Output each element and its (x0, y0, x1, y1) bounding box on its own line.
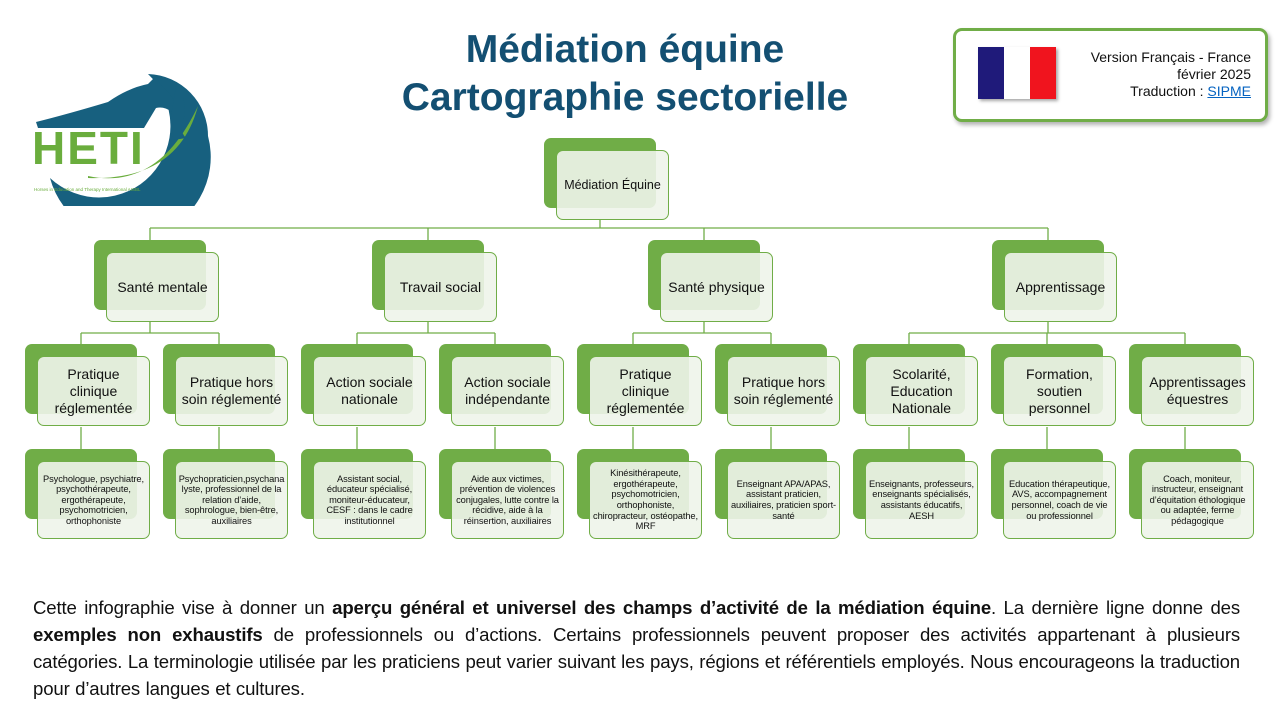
title-line-1: Médiation équine (465, 28, 785, 71)
logo-text: HETI (32, 122, 145, 174)
examples-node-label: Enseignants, professeurs, enseignants sp… (869, 478, 974, 521)
version-info: Version Français - France février 2025 T… (1091, 49, 1251, 100)
description-emphasis: aperçu général et universel des champs d… (332, 597, 992, 618)
root-node: Médiation Équine (556, 150, 669, 220)
translation-label: Traduction : (1130, 83, 1208, 99)
category-node: Formation, soutien personnel (1003, 356, 1116, 426)
description-text: . La dernière ligne donne des (991, 597, 1240, 618)
category-node: Pratique clinique réglementée (37, 356, 150, 426)
examples-node: Psychologue, psychiatre, psychothérapeut… (37, 461, 150, 539)
category-node-label: Formation, soutien personnel (1026, 365, 1093, 416)
examples-node: Kinésithérapeute, ergothérapeute, psycho… (589, 461, 702, 539)
heti-logo: HETI Horses in Education and Therapy Int… (28, 66, 228, 239)
examples-node: Assistant social, éducateur spécialisé, … (313, 461, 426, 539)
category-node-label: Pratique hors soin réglementé (181, 374, 282, 407)
version-box: Version Français - France février 2025 T… (953, 28, 1268, 122)
examples-node-label: Psychopraticien,psychanalyste, professio… (178, 473, 285, 526)
examples-node-label: Psychologue, psychiatre, psychothérapeut… (43, 473, 144, 526)
examples-node: Psychopraticien,psychanalyste, professio… (175, 461, 288, 539)
title-line-2: Cartographie sectorielle (401, 76, 849, 119)
examples-node-label: Assistant social, éducateur spécialisé, … (326, 473, 413, 526)
sector-node-label: Travail social (399, 278, 482, 295)
france-flag-icon (978, 47, 1056, 99)
category-node: Pratique clinique réglementée (589, 356, 702, 426)
category-node: Action sociale indépendante (451, 356, 564, 426)
translation-line: Traduction : SIPME (1091, 83, 1251, 100)
sector-node: Apprentissage (1004, 252, 1117, 322)
category-node: Action sociale nationale (313, 356, 426, 426)
version-language: Version Français - France (1090, 49, 1251, 65)
category-node-label: Action sociale nationale (326, 374, 413, 407)
version-date: février 2025 (1177, 66, 1251, 82)
examples-node-label: Enseignant APA/APAS, assistant praticien… (730, 478, 837, 521)
examples-node-label: Coach, moniteur, instructeur, enseignant… (1149, 473, 1246, 526)
description-emphasis: exemples non exhaustifs (33, 624, 263, 645)
examples-node-label: Aide aux victimes, prévention de violenc… (456, 473, 559, 526)
category-node-label: Pratique hors soin réglementé (733, 374, 834, 407)
examples-node-label: Kinésithérapeute, ergothérapeute, psycho… (593, 468, 698, 532)
description-text: Cette infographie vise à donner un (33, 597, 333, 618)
sector-node-label: Santé physique (668, 278, 765, 295)
category-node-label: Pratique clinique réglementée (606, 365, 685, 416)
examples-node: Enseignants, professeurs, enseignants sp… (865, 461, 978, 539)
description-paragraph: Cette infographie vise à donner un aperç… (33, 594, 1240, 702)
category-node-label: Scolarité, Education Nationale (890, 365, 953, 416)
sector-node: Santé physique (660, 252, 773, 322)
examples-node-label: Education thérapeutique, AVS, accompagne… (1009, 478, 1110, 521)
category-node-label: Apprentissages équestres (1149, 374, 1246, 407)
sector-node-label: Apprentissage (1015, 278, 1106, 295)
category-node: Pratique hors soin réglementé (175, 356, 288, 426)
examples-node: Aide aux victimes, prévention de violenc… (451, 461, 564, 539)
description-text: de professionnels ou d’actions. Certains… (33, 624, 1241, 699)
examples-node: Education thérapeutique, AVS, accompagne… (1003, 461, 1116, 539)
horse-logo-icon: HETI Horses in Education and Therapy Int… (32, 74, 211, 239)
tree-connectors (80, 220, 1186, 449)
category-node-label: Action sociale indépendante (464, 374, 551, 407)
category-node: Apprentissages équestres (1141, 356, 1254, 426)
sector-node-label: Santé mentale (117, 278, 208, 295)
category-node-label: Pratique clinique réglementée (54, 365, 133, 416)
examples-node: Coach, moniteur, instructeur, enseignant… (1141, 461, 1254, 539)
category-node: Pratique hors soin réglementé (727, 356, 840, 426)
logo-subtitle: Horses in Education and Therapy Internat… (34, 187, 141, 192)
translation-link[interactable]: SIPME (1207, 83, 1251, 99)
root-node-label: Médiation Équine (564, 178, 661, 192)
page-title: Médiation équine Cartographie sectoriell… (300, 26, 950, 122)
examples-node: Enseignant APA/APAS, assistant praticien… (727, 461, 840, 539)
sector-node: Travail social (384, 252, 497, 322)
category-node: Scolarité, Education Nationale (865, 356, 978, 426)
sector-node: Santé mentale (106, 252, 219, 322)
